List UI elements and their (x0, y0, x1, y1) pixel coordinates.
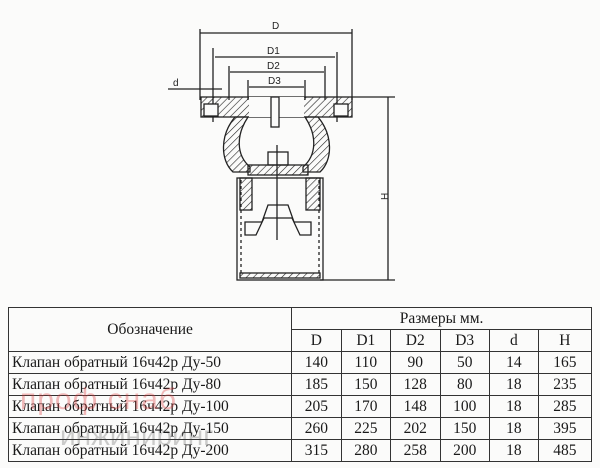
cell-h: 285 (537, 395, 593, 418)
cell-d3: 80 (439, 373, 490, 396)
cell-d: 140 (291, 351, 342, 374)
cell-d2: 258 (390, 439, 441, 462)
label-D1: D1 (267, 46, 280, 57)
column-header-d: D (291, 329, 342, 352)
cell-d: 205 (291, 395, 342, 418)
cell-d3: 200 (439, 439, 490, 462)
strainer-cage (236, 177, 324, 281)
dim-D2 (228, 66, 326, 100)
cell-h: 165 (537, 351, 593, 374)
cell-d: 18 (488, 373, 539, 396)
row-designation: Клапан обратный 16ч42р Ду-150 (7, 417, 293, 440)
cell-d: 185 (291, 373, 342, 396)
dim-D (199, 29, 353, 100)
cell-d: 18 (488, 417, 539, 440)
valve-drawing: D D1 D2 D3 d H (168, 21, 395, 281)
cell-d3: 100 (439, 395, 490, 418)
cell-d3: 150 (439, 417, 490, 440)
cell-d: 18 (488, 395, 539, 418)
row-designation: Клапан обратный 16ч42р Ду-200 (7, 439, 293, 462)
label-D2: D2 (267, 61, 280, 72)
cell-h: 485 (537, 439, 593, 462)
valve-body (222, 116, 251, 173)
cell-d: 18 (488, 439, 539, 462)
cell-d2: 128 (390, 373, 441, 396)
header-designation: Обозначение (7, 307, 293, 352)
dim-H (320, 96, 395, 281)
column-header-d1: D1 (340, 329, 392, 352)
cell-d2: 90 (390, 351, 441, 374)
label-D3: D3 (268, 76, 281, 87)
cell-d1: 280 (340, 439, 392, 462)
cell-d2: 202 (390, 417, 441, 440)
column-header-d: d (488, 329, 539, 352)
row-designation: Клапан обратный 16ч42р Ду-100 (7, 395, 293, 418)
cell-h: 395 (537, 417, 593, 440)
row-designation: Клапан обратный 16ч42р Ду-80 (7, 373, 293, 396)
cell-d: 315 (291, 439, 342, 462)
label-d: d (173, 78, 179, 89)
cell-h: 235 (537, 373, 593, 396)
cell-d2: 148 (390, 395, 441, 418)
cell-d1: 110 (340, 351, 392, 374)
cell-d1: 170 (340, 395, 392, 418)
column-header-h: H (537, 329, 593, 352)
cell-d1: 225 (340, 417, 392, 440)
column-header-d3: D3 (439, 329, 490, 352)
header-dimensions: Размеры мм. (291, 307, 592, 330)
cell-d1: 150 (340, 373, 392, 396)
label-D: D (272, 21, 279, 32)
cell-d: 14 (488, 351, 539, 374)
cell-d3: 50 (439, 351, 490, 374)
column-header-d2: D2 (390, 329, 441, 352)
label-H: H (380, 193, 391, 200)
cell-d: 260 (291, 417, 342, 440)
row-designation: Клапан обратный 16ч42р Ду-50 (7, 351, 293, 374)
